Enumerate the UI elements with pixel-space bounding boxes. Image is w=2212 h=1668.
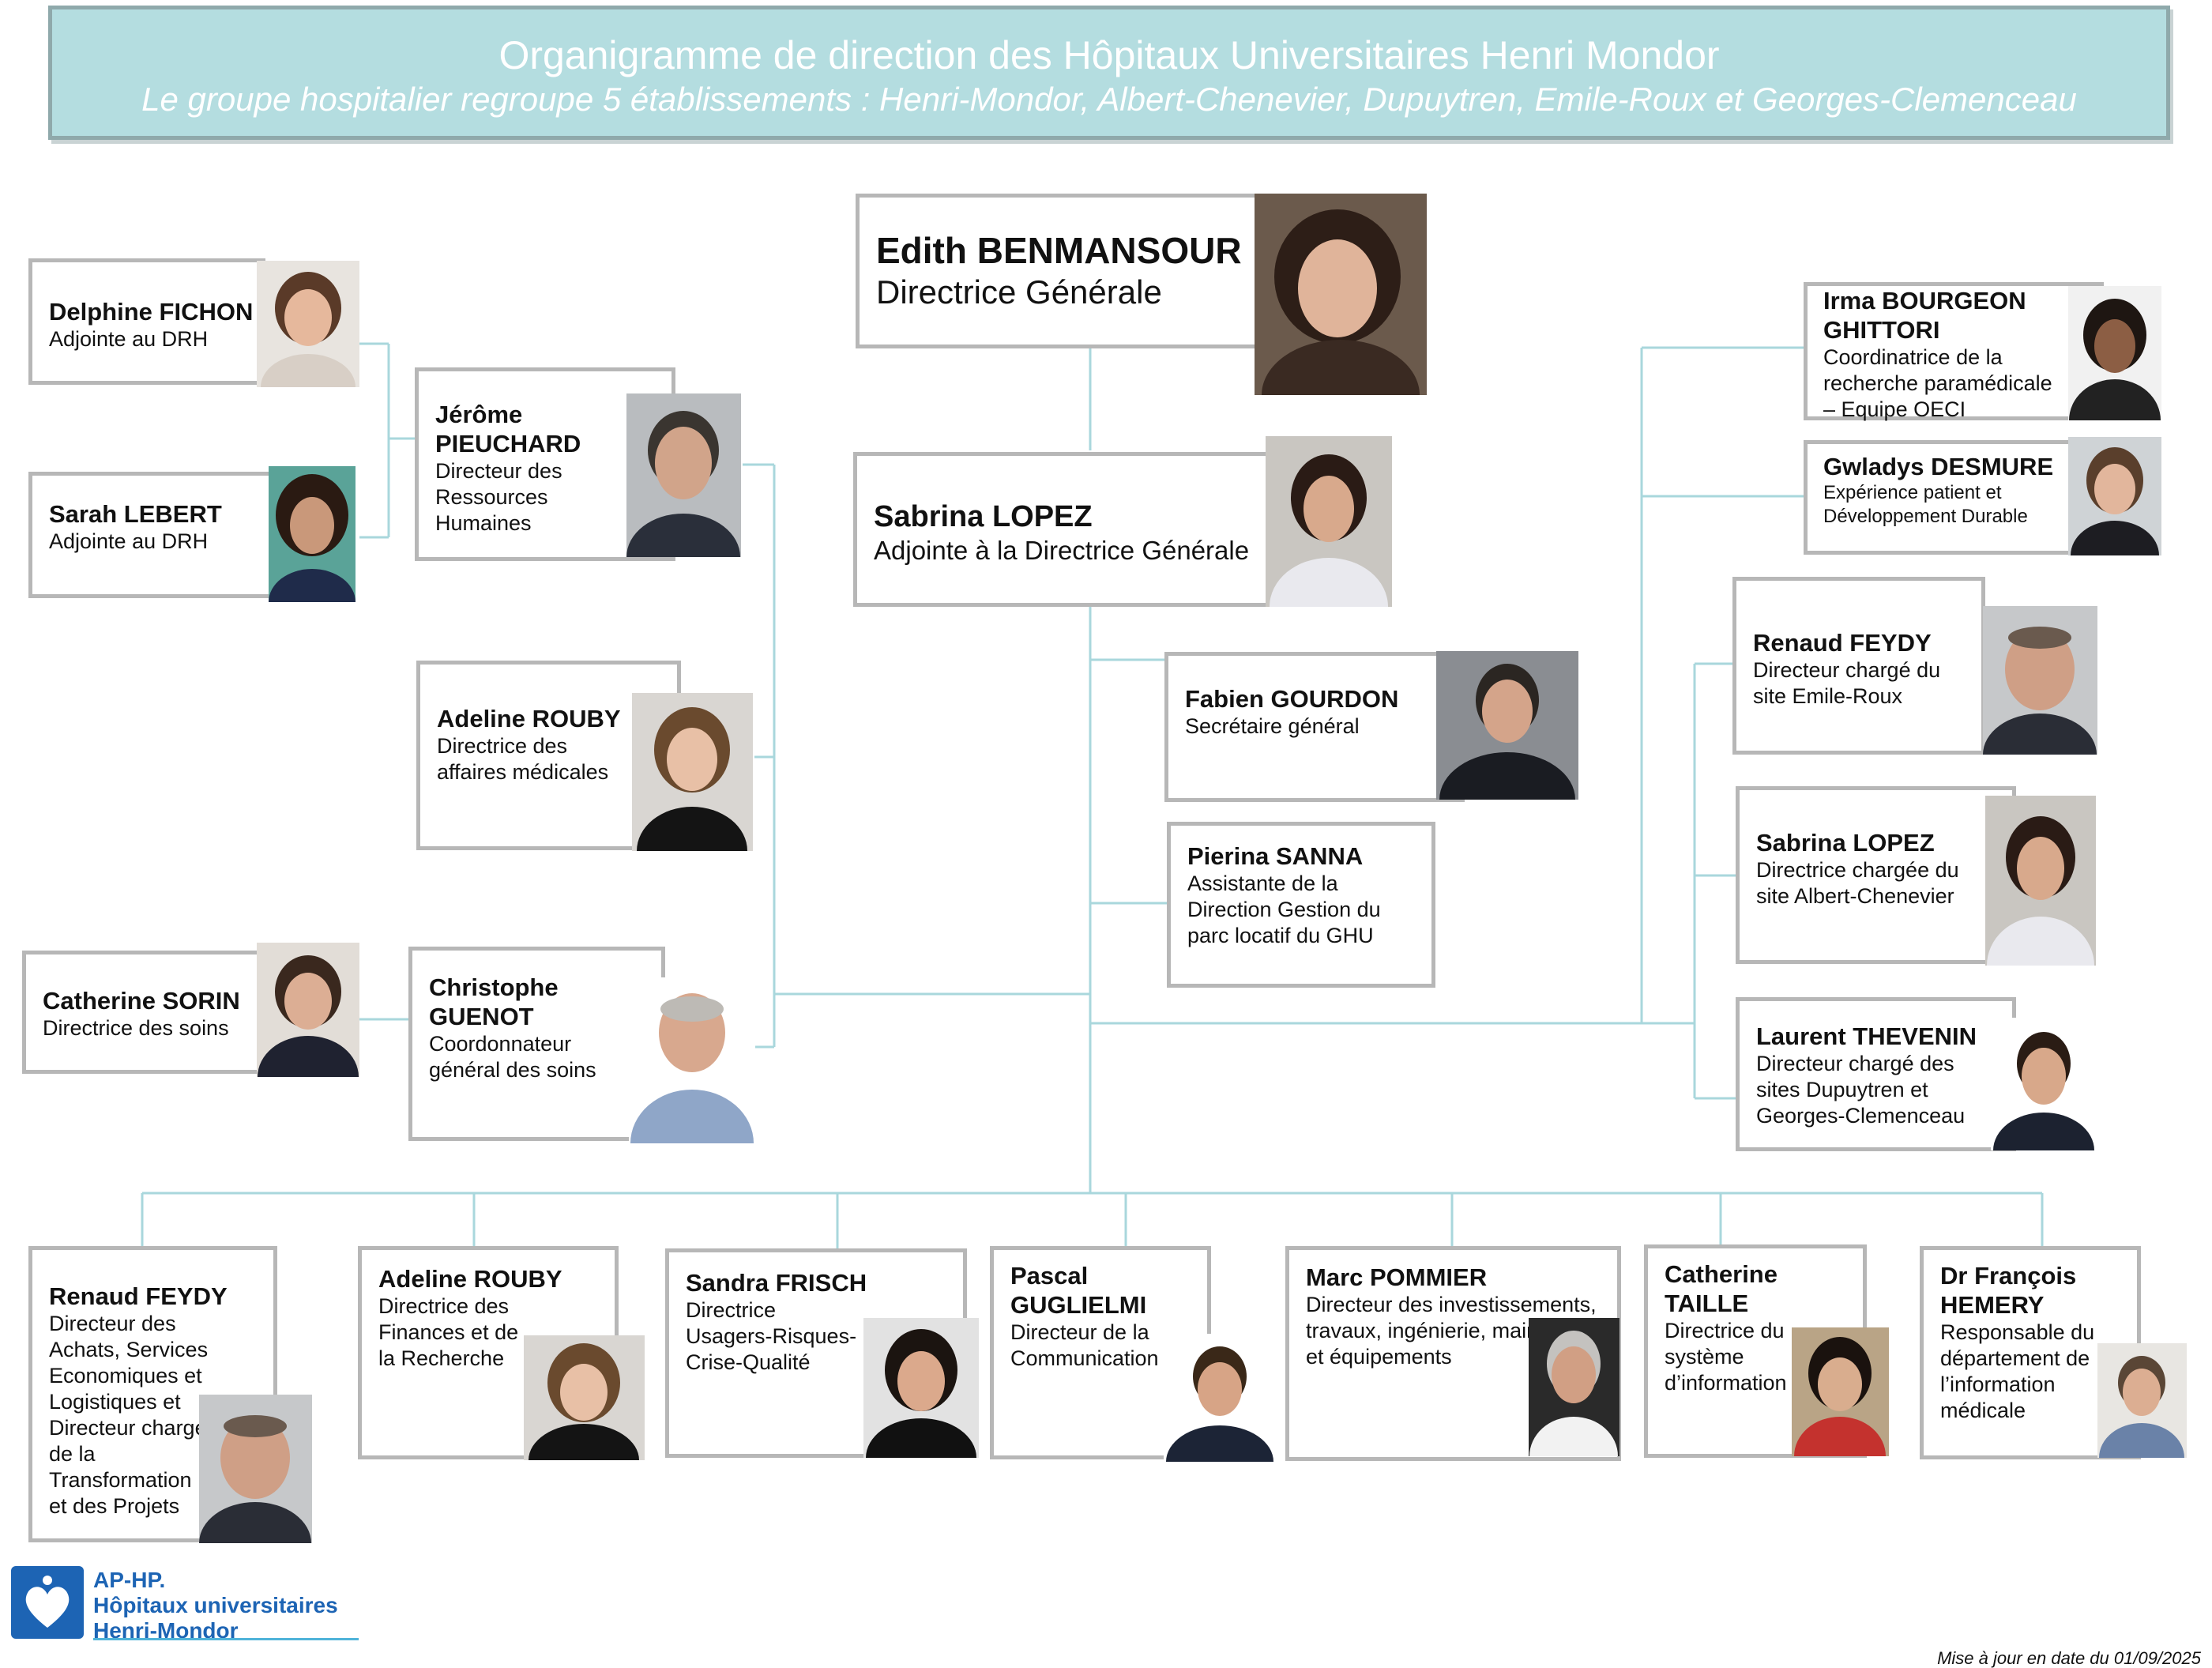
person-name: Sarah LEBERT [49,500,222,528]
person-photo [1792,1327,1889,1456]
person-name: Fabien GOURDON [1185,685,1399,713]
person-photo [524,1335,645,1460]
person-role: Directeur de la Communication [1010,1320,1159,1370]
card-directrice-generale: Edith BENMANSOUR Directrice Générale [856,194,1266,348]
person-name: Adeline ROUBY [378,1265,562,1293]
person-name: Sabrina LOPEZ [874,500,1093,533]
person-name: Pierina SANNA [1187,842,1364,870]
person-name: Jérôme PIEUCHARD [435,401,581,457]
person-photo [1266,436,1392,607]
person-photo [1529,1318,1620,1456]
person-name: Catherine SORIN [43,987,240,1015]
person-photo [2068,286,2161,420]
logo-line2: Hôpitaux universitaires [93,1593,338,1617]
card-adjointe-dg: Sabrina LOPEZ Adjointe à la Directrice G… [853,452,1280,607]
card-renaud-feydy-emile-roux: Renaud FEYDY Directeur chargé du site Em… [1732,577,1985,755]
card-delphine-fichon: Delphine FICHON Adjointe au DRH [28,258,265,385]
person-role: Directeur chargé des sites Dupuytren et … [1756,1052,1966,1128]
aphp-logo: AP-HP. Hôpitaux universitaires Henri-Mon… [11,1564,359,1644]
person-role: Directrice des soins [43,1016,229,1040]
card-christophe-guenot: Christophe GUENOT Coordonnateur général … [408,947,665,1141]
card-sarah-lebert: Sarah LEBERT Adjointe au DRH [28,472,281,598]
person-photo [632,693,753,851]
person-role: Directrice chargée du site Albert-Chenev… [1756,858,1959,908]
person-name: Christophe GUENOT [429,973,559,1030]
person-name: Adeline ROUBY [437,705,621,732]
person-name: Laurent THEVENIN [1756,1022,1977,1050]
person-photo [199,1395,312,1543]
card-pascal-guglielmi: Pascal GUGLIELMI Directeur de la Communi… [990,1246,1211,1459]
person-name: Sandra FRISCH [686,1269,867,1297]
person-photo [1255,194,1427,395]
person-role: Directeur des Ressources Humaines [435,459,562,535]
person-role: Directrice du système d’information [1665,1319,1787,1395]
person-role: Adjointe à la Directrice Générale [874,536,1250,565]
person-role: Secrétaire général [1185,714,1360,738]
person-photo [1983,606,2097,755]
person-photo [257,261,359,387]
person-role: Directrice Générale [876,273,1162,311]
card-irma-bourgeon-ghittori: Irma BOURGEON GHITTORI Coordinatrice de … [1804,282,2104,421]
person-photo [2097,1343,2187,1458]
card-catherine-sorin: Catherine SORIN Directrice des soins [22,951,267,1074]
person-name: Edith BENMANSOUR [876,230,1242,271]
person-photo [2068,437,2161,555]
person-photo [1985,796,2096,966]
person-name: Delphine FICHON [49,298,254,326]
person-name: Pascal GUGLIELMI [1010,1262,1147,1319]
person-photo [863,1318,979,1458]
person-name: Dr François HEMERY [1940,1262,2077,1319]
aphp-logo-icon [11,1566,84,1639]
person-name: Renaud FEYDY [49,1282,228,1310]
person-role: Coordinatrice de la recherche paramédica… [1823,345,2052,421]
person-photo [629,977,755,1143]
person-role: Directrice des Finances et de la Recherc… [378,1294,519,1370]
card-laurent-thevenin: Laurent THEVENIN Directeur chargé des si… [1736,997,2016,1151]
logo-underline [93,1638,359,1640]
update-date: Mise à jour en date du 01/09/2025 [1937,1648,2201,1668]
person-role: Assistante de la Direction Gestion du pa… [1187,872,1381,947]
person-role: Adjointe au DRH [49,529,209,553]
logo-line1: AP-HP. [93,1568,166,1592]
person-photo [1436,651,1578,800]
person-photo [1164,1334,1276,1462]
person-role: Directrice des affaires médicales [437,734,609,784]
page-subtitle: Le groupe hospitalier regroupe 5 établis… [141,81,2077,118]
person-name: Renaud FEYDY [1753,629,1932,657]
person-photo [269,466,356,602]
person-name: Irma BOURGEON GHITTORI [1823,287,2026,344]
header-banner: Organigramme de direction des Hôpitaux U… [48,6,2170,140]
person-role: Coordonnateur général des soins [429,1032,596,1082]
person-role: Directeur chargé du site Emile-Roux [1753,658,1941,708]
card-sabrina-lopez-albert-chenevier: Sabrina LOPEZ Directrice chargée du site… [1736,786,2016,964]
person-photo [626,393,741,557]
person-role: Expérience patient et Développement Dura… [1823,482,2028,527]
person-role: Directeur des Achats, Services Economiqu… [49,1312,209,1518]
card-gwladys-desmure: Gwladys DESMURE Expérience patient et Dé… [1804,440,2104,555]
card-fabien-gourdon: Fabien GOURDON Secrétaire général [1164,652,1465,802]
person-role: Directrice Usagers-Risques-Crise-Qualité [686,1298,857,1374]
person-name: Marc POMMIER [1306,1263,1488,1291]
card-pierina-sanna: Pierina SANNA Assistante de la Direction… [1167,822,1435,988]
person-name: Catherine TAILLE [1665,1260,1778,1317]
person-name: Gwladys DESMURE [1823,453,2054,480]
person-photo [1991,1018,2097,1150]
person-role: Adjointe au DRH [49,327,209,351]
page-title: Organigramme de direction des Hôpitaux U… [498,33,1720,77]
person-photo [257,943,359,1077]
person-role: Responsable du département de l’informat… [1940,1320,2095,1422]
person-name: Sabrina LOPEZ [1756,829,1935,857]
